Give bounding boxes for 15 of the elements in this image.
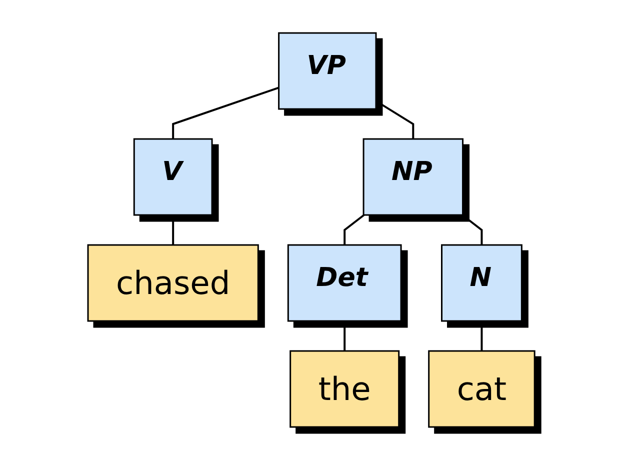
node-box: V [133, 138, 212, 216]
connector [375, 100, 414, 139]
node-box: VP [278, 32, 376, 110]
connector [172, 86, 279, 139]
node-box: NP [362, 138, 464, 216]
connector [480, 321, 482, 351]
node-box: Det [287, 244, 402, 322]
connector [343, 321, 346, 351]
node-box: the [289, 350, 400, 428]
connector [172, 215, 174, 245]
node-box: N [440, 244, 522, 322]
connector [461, 214, 482, 245]
node-box: cat [428, 350, 536, 428]
connector [343, 214, 364, 245]
node-box: chased [86, 244, 259, 322]
